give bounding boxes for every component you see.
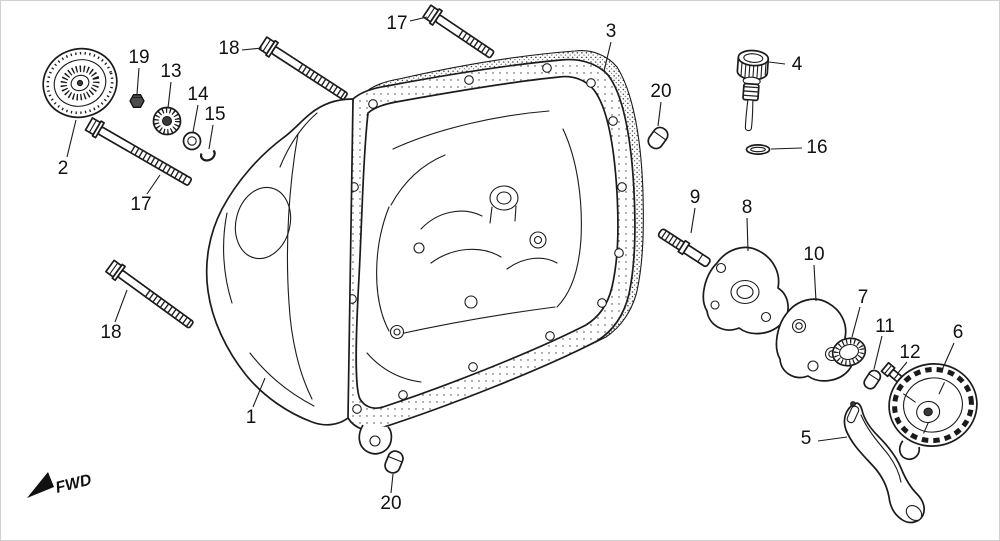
bolt-shaft <box>271 46 348 101</box>
dipstick-rod <box>744 99 754 132</box>
part-8-pivot-plate <box>702 246 789 335</box>
callout-2-label: 2 <box>58 158 69 179</box>
cover-cavity-casting-details <box>366 110 582 383</box>
part-4-oil-dipstick <box>736 49 770 132</box>
callout-13-label: 13 <box>160 61 181 82</box>
leader-lines <box>66 16 955 494</box>
part-20-plug-lower <box>384 450 404 474</box>
cover-rim-bolt-holes <box>347 63 627 414</box>
part-2-round-cap <box>42 47 118 119</box>
part-15-snap-ring <box>200 149 216 162</box>
leader-5 <box>817 436 848 442</box>
leader-11 <box>873 335 883 370</box>
leader-14 <box>192 104 199 133</box>
callout-7-label: 7 <box>858 287 869 308</box>
part-16-o-ring <box>745 144 771 155</box>
callout-8-label: 8 <box>742 197 753 218</box>
leader-1 <box>252 377 266 408</box>
callout-4-label: 4 <box>792 54 803 75</box>
part-7-oil-seal <box>831 337 867 367</box>
leader-18-left <box>114 289 128 323</box>
part-1-crankcase-cover <box>205 58 636 455</box>
leader-13 <box>167 81 172 109</box>
part-11-collar <box>863 369 882 390</box>
callout-20-bottom-label: 20 <box>380 493 401 514</box>
grip-end <box>905 504 923 522</box>
part-9-stud-bolt <box>657 228 711 268</box>
part-17-bolt-left <box>84 117 193 186</box>
fwd-label: FWD <box>54 471 94 496</box>
leader-7 <box>851 306 861 338</box>
callout-6-label: 6 <box>953 322 964 343</box>
leader-4 <box>768 61 786 65</box>
leader-10 <box>813 264 817 302</box>
part-5-kick-starter-arm <box>843 401 926 524</box>
fwd-arrow-icon <box>27 472 54 498</box>
cover-body-back <box>205 98 354 426</box>
stud-collar <box>677 239 691 256</box>
callout-17-left-label: 17 <box>130 194 151 215</box>
callout-12-label: 12 <box>899 342 920 363</box>
leader-12 <box>897 361 908 374</box>
leader-2 <box>66 119 77 158</box>
tab-bolt-hole <box>369 435 381 447</box>
callout-20-top-label: 20 <box>650 81 671 102</box>
part-18-bolt-left <box>105 259 194 329</box>
cover-cavity <box>355 75 619 409</box>
leader-9 <box>690 207 696 234</box>
callout-labels: 17 18 3 19 13 4 14 20 15 2 16 17 9 8 10 … <box>58 13 964 514</box>
leader-20-bottom <box>390 473 394 494</box>
part-13-bushing <box>152 106 182 136</box>
callout-18-left-label: 18 <box>100 322 121 343</box>
callout-9-label: 9 <box>690 187 701 208</box>
callout-15-label: 15 <box>204 104 225 125</box>
callout-1-label: 1 <box>246 407 257 428</box>
cap-threads <box>743 86 759 98</box>
callout-10-label: 10 <box>803 244 824 265</box>
callout-11-label: 11 <box>875 316 895 337</box>
leader-8 <box>746 217 749 252</box>
leader-18-top <box>241 47 263 51</box>
fwd-indicator: FWD <box>27 471 94 498</box>
leader-17-top <box>409 16 428 22</box>
cover-tab <box>898 440 921 461</box>
callout-19-label: 19 <box>128 47 149 68</box>
part-18-bolt-upper <box>258 36 348 101</box>
leader-16 <box>770 147 803 150</box>
callout-3-label: 3 <box>606 21 617 42</box>
cover-body-casting-details <box>223 112 318 407</box>
leader-17-left <box>146 174 161 195</box>
part-14-washer <box>182 131 202 151</box>
callout-16-label: 16 <box>806 137 827 158</box>
leader-3 <box>603 41 612 72</box>
arm-slot <box>846 405 860 424</box>
leader-20-top <box>657 101 662 127</box>
leader-15 <box>208 124 214 150</box>
leader-6 <box>941 342 955 371</box>
callout-18-top-label: 18 <box>218 38 239 59</box>
callout-5-label: 5 <box>801 428 812 449</box>
part-6-scalloped-cover <box>888 363 978 461</box>
leader-19 <box>136 67 140 95</box>
callout-17-top-label: 17 <box>386 13 407 34</box>
part-17-bolt-upper <box>422 4 495 59</box>
callout-14-label: 14 <box>187 84 209 105</box>
part-19-nut <box>129 94 145 108</box>
part-20-plug-upper <box>647 126 669 150</box>
